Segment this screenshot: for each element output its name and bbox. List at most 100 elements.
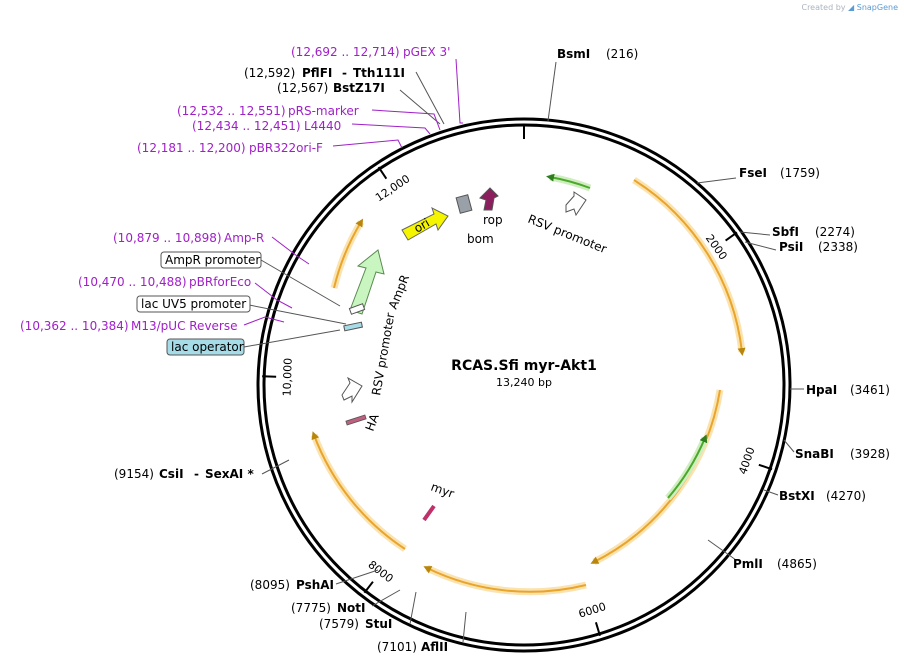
primer-l4440: L4440 [304,119,341,133]
tick-label: 4000 [736,445,757,476]
l4440-line [351,123,431,135]
enzyme-aflii-pos: (7101) [377,640,417,654]
enzyme-bstz17i: BstZ17I [333,81,385,95]
enzyme-pmli: PmlI [733,557,763,571]
primer-amp-r: Amp-R [224,231,264,245]
enzyme-dash-2: - [342,66,347,80]
sbfi-line [739,231,771,236]
orf-arc-5 [333,218,364,289]
pbr322ori-line [332,139,403,149]
green-feature-right [667,434,708,499]
bsmi-line [547,61,557,122]
tick-mark [377,166,388,180]
enzyme-csii-pos: (9154) [114,467,154,481]
enzyme-pshai-pos: (8095) [250,578,290,592]
ampr-promoter-line [260,259,341,307]
stui-line [409,591,417,625]
pflfi-line [415,71,445,125]
pshai-line [335,569,379,585]
orf-arc-2 [590,389,721,564]
ampr-label: AmpR [386,273,412,311]
rop-arrow [479,187,499,211]
enzyme-pmli-pos: (4865) [777,557,817,571]
orf-arc-4 [311,431,406,550]
enzyme-hpai: HpaI [806,383,837,397]
snabi-line [783,439,795,453]
credit-brand: SnapGene [856,3,898,12]
enzyme-csii: CsiI [159,467,184,481]
ampr-promoter-block [348,303,366,315]
prs-marker-line [371,109,441,131]
bstxi-line [763,489,779,496]
tick-label: 10,000 [280,358,294,397]
enzyme-hpai-pos: (3461) [850,383,890,397]
enzyme-fsei-pos: (1759) [780,166,820,180]
lac-operator-line [243,329,341,348]
primer-l4440-range: (12,434 .. 12,451) [192,119,301,133]
enzyme-tth111i: Tth111I [353,66,405,80]
primer-m13: M13/pUC Reverse [131,319,238,333]
lac-uv5-line [243,303,347,325]
orf-arc-4-glow [310,433,407,552]
orf-arc-1-glow [632,177,746,353]
plasmid-size: 13,240 bp [496,376,552,389]
lac-uv5-label: lac UV5 promoter [141,297,246,311]
primer-pbrforeco-range: (10,470 .. 10,488) [78,275,187,289]
primer-m13-range: (10,362 .. 10,384) [20,319,129,333]
enzyme-psii-pos: (2338) [818,240,858,254]
bstz17i-line [399,89,441,125]
rsv-promoter-left-label: RSV promoter [369,312,397,397]
ampr-promoter-label: AmpR promoter [165,253,260,267]
fsei-line [696,177,737,184]
backbone-outer-ring [256,117,792,653]
enzyme-aflii: AflII [421,640,448,654]
rop-label: rop [483,213,503,227]
ampr-promoter-box [160,251,262,269]
enzyme-snabi-pos: (3928) [850,447,890,461]
enzyme-pshai: PshAI [296,578,334,592]
green-feature-top [546,173,591,189]
lac-uv5-box [136,295,251,313]
lac-operator-box [166,338,245,356]
amp-r-line [271,236,310,265]
enzyme-psii: PsiI [779,240,803,254]
tick-label: 6000 [577,600,608,621]
enzyme-fsei: FseI [739,166,767,180]
rsv-promoter-left-arrow [341,376,363,404]
pmli-line [707,539,737,561]
snapgene-logo: ◢ SnapGene [848,3,898,12]
enzyme-bsmi-pos: (216) [606,47,638,61]
primer-pgex3-range: (12,692 .. 12,714) [291,45,400,59]
green-feature-right-glow [665,436,709,501]
enzyme-bsmi: BsmI [557,47,590,61]
ori-label: ori [412,216,433,236]
enzyme-pflfi-pos: (12,592) [244,66,295,80]
enzyme-bstxi-pos: (4270) [826,489,866,503]
orf-arc-1 [633,179,746,356]
enzyme-dash: - [194,467,199,481]
lac-operator-block [343,321,364,332]
csii-line [261,459,290,475]
primer-pbrforeco: pBRforEco [189,275,251,289]
enzyme-stui-pos: (7579) [319,617,359,631]
tick-label: 12,000 [373,172,412,204]
primer-amp-r-range: (10,879 .. 10,898) [113,231,222,245]
m13-line [243,316,285,326]
enzyme-snabi: SnaBI [795,447,834,461]
primer-pbr322ori-range: (12,181 .. 12,200) [137,141,246,155]
bom-block [455,194,473,214]
tick-mark [363,581,374,594]
enzyme-pflfi: PflFI [302,66,332,80]
orf-arc-2-glow [592,389,724,566]
rsv-promoter-top-arrow [565,191,587,217]
primer-pbr322ori: pBR322ori-F [249,141,323,155]
rsv-promoter-top-label: RSV promoter [526,212,609,256]
myr-block [422,504,436,522]
myr-label: myr [429,480,456,501]
enzyme-stui: StuI [365,617,392,631]
pbrforeco-line [254,282,293,309]
primer-prs-marker-range: (12,532 .. 12,551) [177,104,286,118]
enzyme-sbfi: SbfI [772,225,799,239]
enzyme-noti: NotI [337,601,366,615]
